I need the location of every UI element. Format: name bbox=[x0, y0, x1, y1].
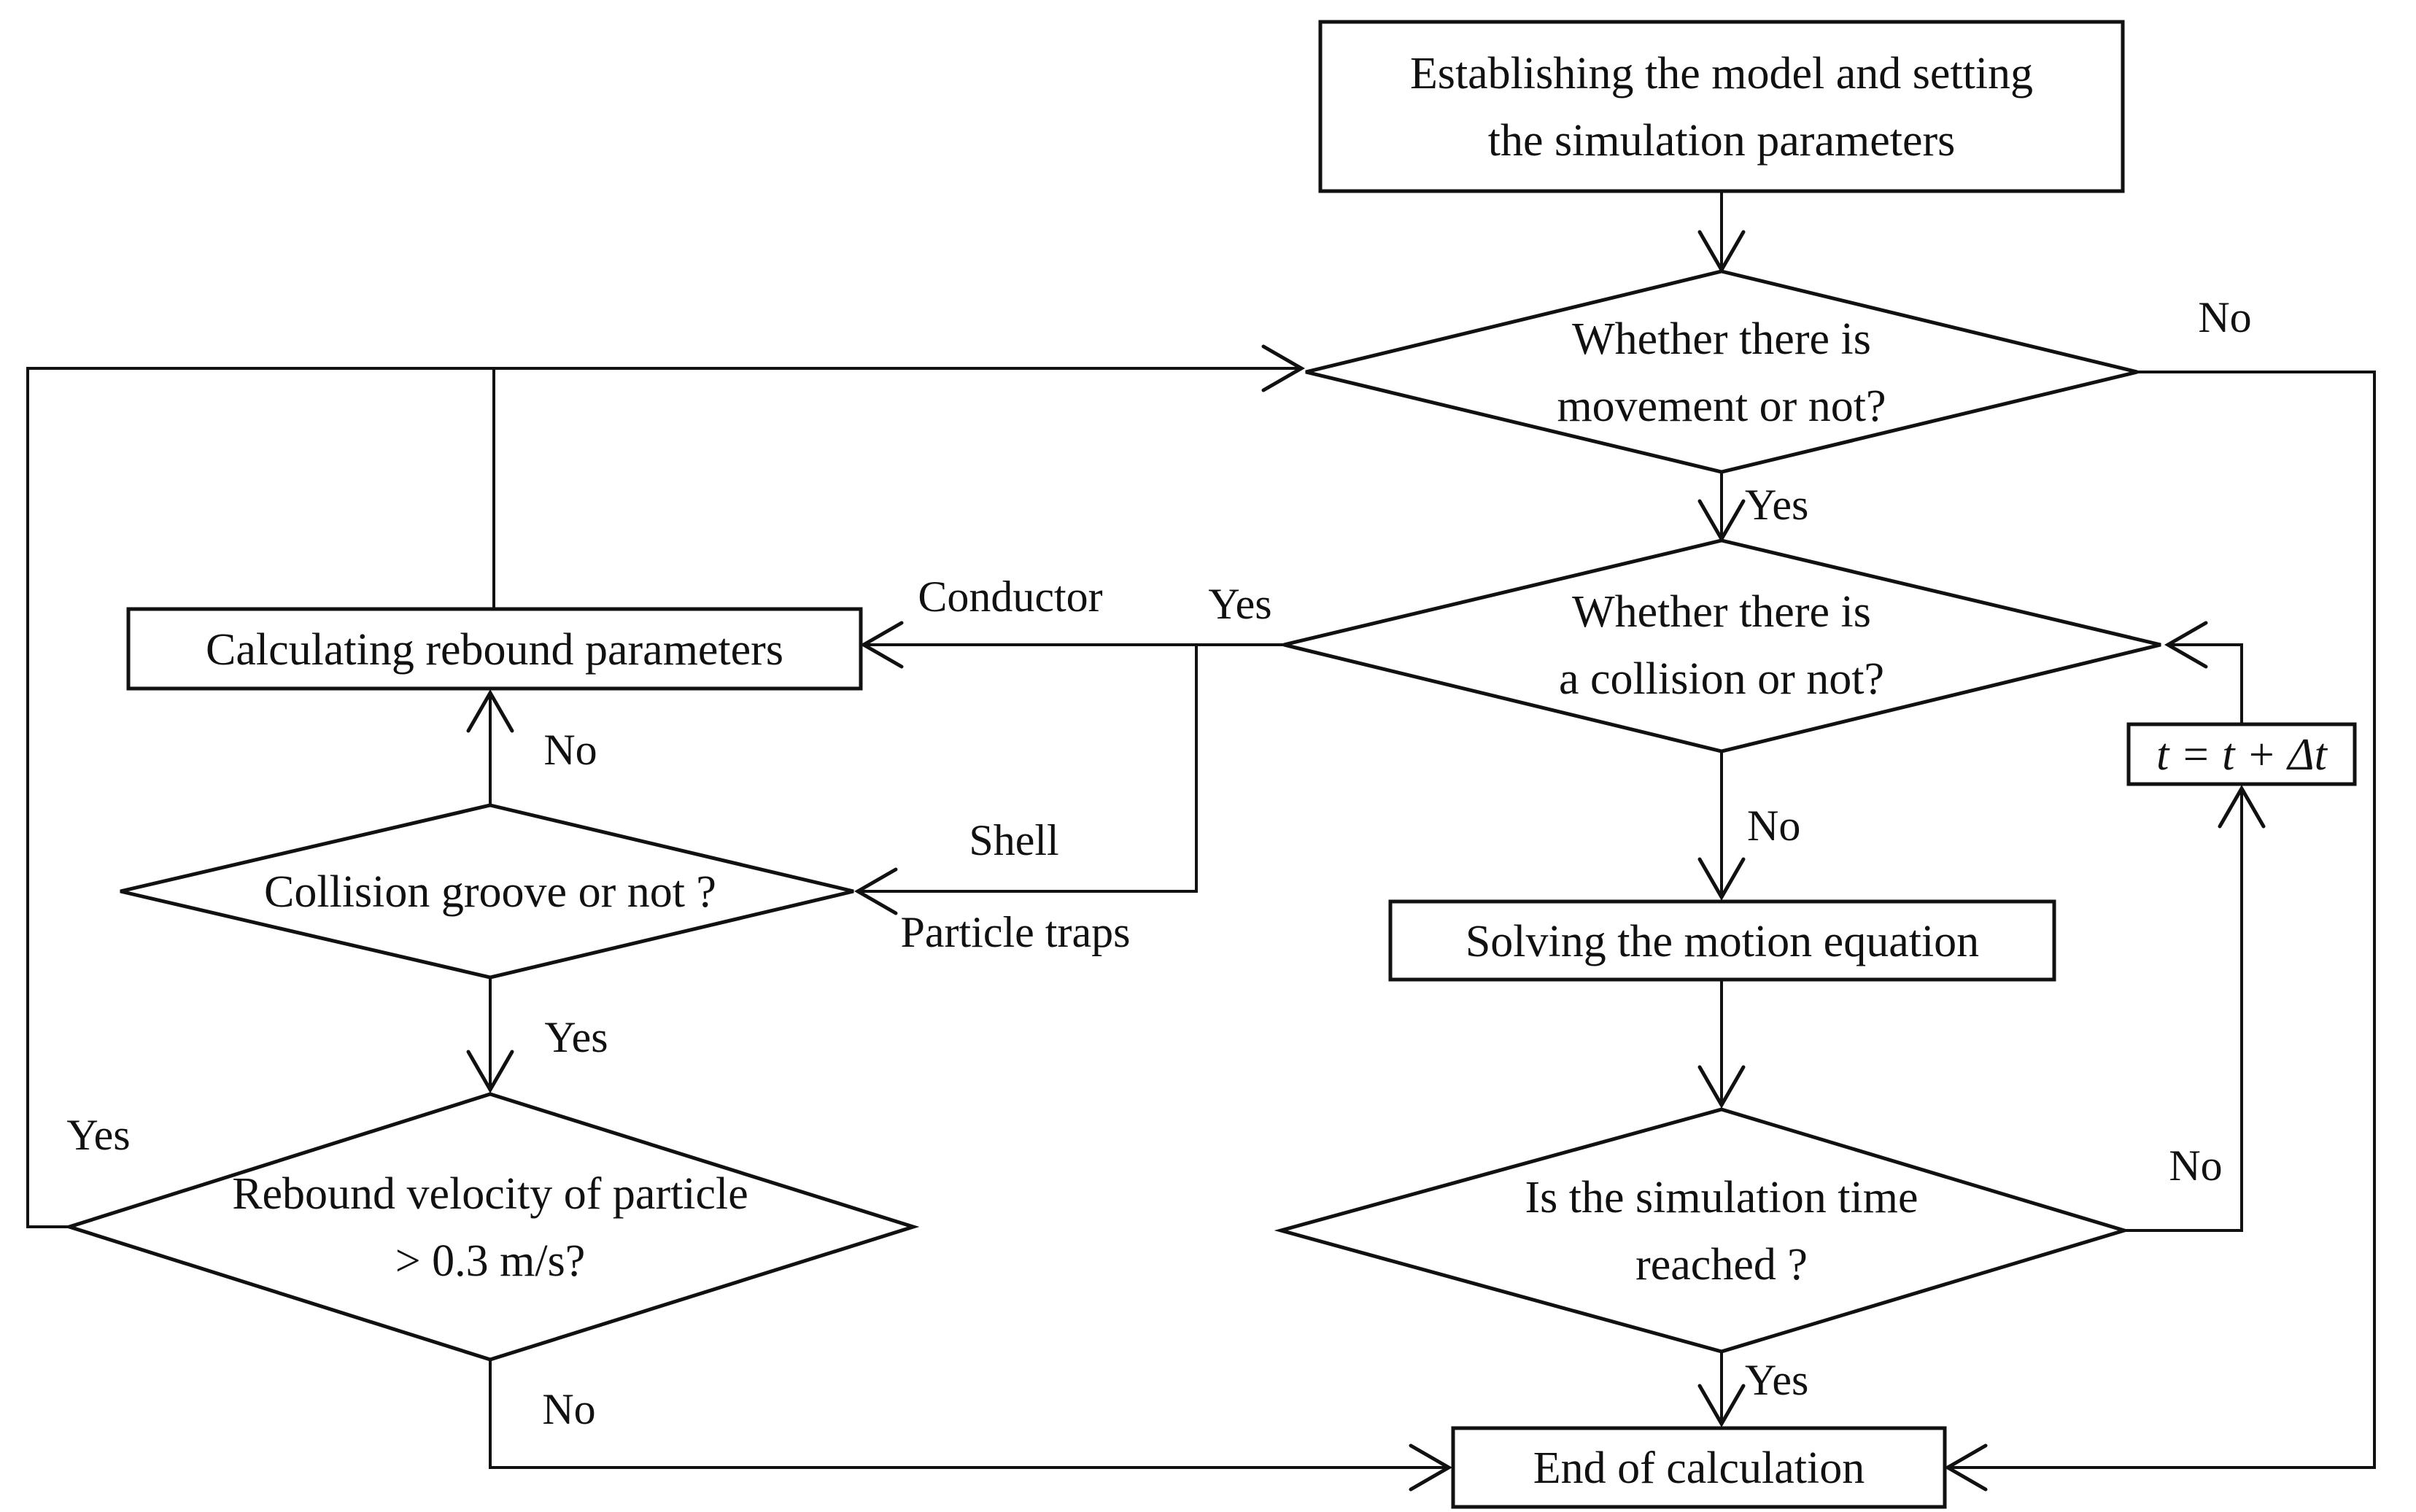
node-label: Rebound velocity of particle bbox=[232, 1169, 748, 1219]
node-label: Is the simulation time bbox=[1525, 1173, 1919, 1222]
node-collision-groove-check: Collision groove or not ? bbox=[120, 803, 854, 980]
node-rebound-velocity-check: Rebound velocity of particle > 0.3 m/s? bbox=[63, 1092, 920, 1362]
node-label: the simulation parameters bbox=[1488, 116, 1955, 166]
node-end-calculation: End of calculation bbox=[1451, 1426, 1947, 1509]
node-label: End of calculation bbox=[1533, 1443, 1865, 1493]
node-label: Establishing the model and setting bbox=[1410, 49, 2033, 98]
decision-diamond bbox=[63, 1092, 920, 1362]
edge-label-groove-no: No bbox=[543, 726, 597, 774]
edge-label-velocity-no: No bbox=[542, 1385, 595, 1433]
node-time-increment: t = t + Δt bbox=[2126, 722, 2357, 786]
node-time-reached-check: Is the simulation time reached ? bbox=[1274, 1107, 2131, 1354]
process-box bbox=[1318, 20, 2125, 193]
edge-label-time-no: No bbox=[2169, 1141, 2222, 1190]
node-collision-check: Whether there is a collision or not? bbox=[1283, 538, 2161, 753]
process-box bbox=[126, 607, 863, 691]
edge-label-time-yes: Yes bbox=[1745, 1356, 1808, 1404]
edge-label-movement-no: No bbox=[2198, 293, 2251, 341]
edge-velocity-yes-to-movement bbox=[26, 344, 1306, 1228]
node-label: reached ? bbox=[1635, 1240, 1808, 1290]
edge-movement-no-to-end bbox=[1943, 371, 2376, 1492]
node-solve-motion: Solving the motion equation bbox=[1388, 899, 2056, 982]
edge-label-shell: Shell bbox=[969, 816, 1058, 864]
edge-label-velocity-yes: Yes bbox=[66, 1111, 130, 1159]
node-label: t = t + Δt bbox=[2156, 730, 2328, 780]
node-label: a collision or not? bbox=[1559, 654, 1884, 704]
edge-label-collision-no: No bbox=[1747, 802, 1800, 850]
edge-label-collision-yes: Yes bbox=[1208, 580, 1271, 628]
node-establish-model: Establishing the model and setting the s… bbox=[1318, 20, 2125, 193]
node-label: Solving the motion equation bbox=[1466, 917, 1979, 966]
decision-diamond bbox=[1274, 1107, 2131, 1354]
node-label: > 0.3 m/s? bbox=[395, 1236, 586, 1286]
edge-velocity-no-to-end bbox=[489, 1360, 1453, 1492]
edge-label-groove-yes: Yes bbox=[544, 1013, 608, 1061]
node-label: Whether there is bbox=[1572, 314, 1871, 364]
node-rebound-parameters: Calculating rebound parameters bbox=[126, 607, 863, 691]
edge-label-movement-yes: Yes bbox=[1745, 481, 1808, 529]
node-label: Calculating rebound parameters bbox=[206, 625, 783, 675]
node-label: Collision groove or not ? bbox=[264, 867, 716, 917]
edge-label-conductor: Conductor bbox=[918, 573, 1102, 621]
process-box bbox=[1451, 1426, 1947, 1509]
edge-time-no-to-increment bbox=[2124, 784, 2266, 1232]
flow-nodes: Establishing the model and setting the s… bbox=[63, 20, 2357, 1509]
decision-diamond bbox=[1305, 269, 2138, 474]
flow-edges bbox=[26, 191, 2376, 1492]
edge-label-particle-traps: Particle traps bbox=[901, 908, 1131, 956]
node-label: Whether there is bbox=[1572, 587, 1871, 637]
decision-diamond bbox=[120, 803, 854, 980]
edge-increment-to-collision bbox=[2164, 621, 2243, 724]
edge-labels: Yes No Yes Conductor No Shell Particle t… bbox=[66, 293, 2251, 1433]
edge-shell-branch-to-groove bbox=[853, 645, 1198, 915]
process-box bbox=[1388, 899, 2056, 982]
process-box bbox=[2126, 722, 2357, 786]
node-movement-check: Whether there is movement or not? bbox=[1305, 269, 2138, 474]
node-label: movement or not? bbox=[1557, 381, 1886, 431]
decision-diamond bbox=[1283, 538, 2161, 753]
